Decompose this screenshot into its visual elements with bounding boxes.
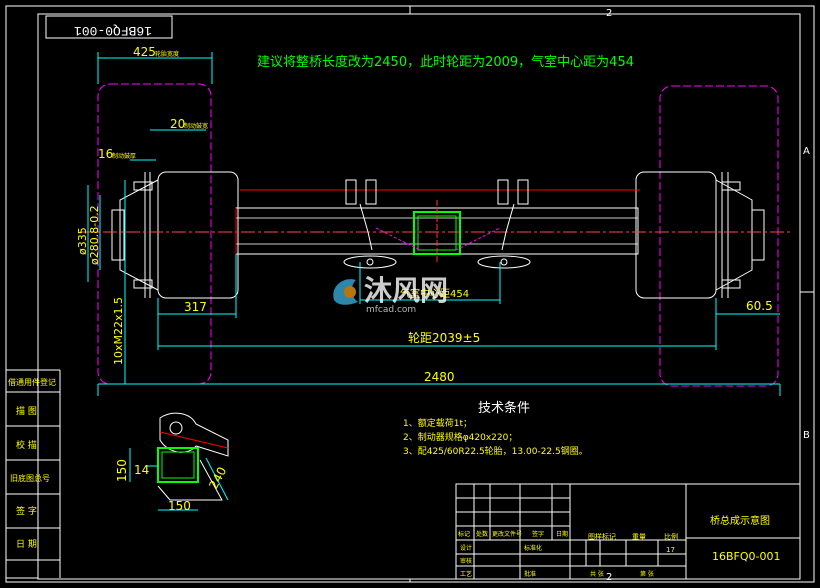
- tb-review: 审核: [460, 557, 472, 565]
- title-block: [455, 483, 801, 580]
- tb-sheet: 第 张: [640, 570, 654, 578]
- tb-label-mark: 标记: [458, 530, 470, 538]
- left-column-table: [5, 369, 61, 579]
- tb-stage: 图样标记: [588, 532, 616, 541]
- inner-border: [37, 13, 801, 580]
- title-code: 16BFQ0-001: [712, 550, 781, 563]
- tb-label-sign: 签字: [532, 530, 544, 538]
- left-col-cell-5: 签 字: [16, 505, 37, 517]
- tb-scale: 比例: [664, 532, 678, 541]
- right-brake-assembly: [477, 179, 531, 269]
- code-box: [45, 15, 173, 39]
- slack-dim-150-vertical: 150: [115, 459, 129, 482]
- dim-16-sub: 制动鼓厚: [112, 152, 136, 160]
- dim-425: 425: [133, 45, 156, 59]
- tb-sheet-count: 17: [666, 546, 675, 554]
- watermark-logo: [333, 279, 358, 305]
- left-col-cell-6: 日 期: [16, 539, 37, 550]
- title-name: 桥总成示意图: [710, 514, 770, 527]
- tb-approve: 批准: [524, 570, 536, 578]
- zone-top-label: 2: [606, 8, 612, 19]
- slack-dim-14: 14: [134, 463, 149, 477]
- tech-item-3: 3、配425/60R22.5轮胎，13.00-22.5钢圈。: [403, 445, 588, 457]
- tb-label-count: 处数: [476, 530, 488, 538]
- left-col-cell-1: 借通用件登记: [8, 377, 56, 387]
- tech-item-1: 1、额定载荷1t；: [403, 417, 472, 429]
- slack-dim-150-horizontal: 150: [168, 499, 191, 513]
- tb-weight: 重量: [632, 533, 646, 541]
- slack-adjuster-detail: [157, 412, 229, 501]
- watermark-site: mfcad.com: [366, 305, 416, 315]
- tb-sheets: 共 张: [590, 570, 604, 578]
- dim-2480: 2480: [424, 370, 455, 384]
- code-mirrored: 16BFQ0-001: [74, 23, 152, 38]
- tech-item-2: 2、制动器规格φ420x220；: [403, 431, 517, 443]
- dim-425-sub: 轮胎宽度: [155, 50, 179, 58]
- dim-20: 20: [170, 117, 185, 131]
- right-tire-outline: [659, 85, 779, 387]
- dim-16: 16: [98, 147, 113, 161]
- left-col-cell-2: 描 图: [16, 405, 37, 417]
- design-note: 建议将整桥长度改为2450，此时轮距为2009，气室中心距为454: [257, 54, 634, 70]
- zone-bottom-label: 2: [606, 572, 612, 583]
- tb-design: 设计: [460, 544, 472, 552]
- dim-60-5: 60.5: [746, 299, 773, 313]
- left-col-cell-3: 校 描: [16, 439, 37, 451]
- zone-a-label: A: [803, 146, 810, 157]
- zone-b-label: B: [803, 430, 810, 441]
- tb-process: 工艺: [460, 570, 472, 578]
- tech-title: 技术条件: [478, 400, 530, 416]
- tb-label-date: 日期: [556, 530, 568, 538]
- dim-317: 317: [184, 300, 207, 314]
- dim-air-chamber: 气室中心距454: [400, 287, 469, 300]
- dim-20-sub: 制动鼓宽: [184, 122, 208, 130]
- left-brake-assembly: [343, 179, 397, 269]
- watermark-brand: 沐风网: [364, 274, 448, 307]
- left-col-cell-4: 旧底图总号: [10, 473, 50, 483]
- dim-track: 轮距2039±5: [408, 331, 480, 345]
- tb-standard: 标准化: [524, 544, 542, 552]
- dim-335: ø335: [76, 227, 89, 255]
- slack-dim-240: 240: [206, 465, 229, 492]
- dim-280: ø280.8-0.2: [88, 205, 101, 265]
- tb-label-change: 更改文件号: [492, 530, 522, 538]
- dim-bolt: 10xM22x1.5: [112, 297, 125, 365]
